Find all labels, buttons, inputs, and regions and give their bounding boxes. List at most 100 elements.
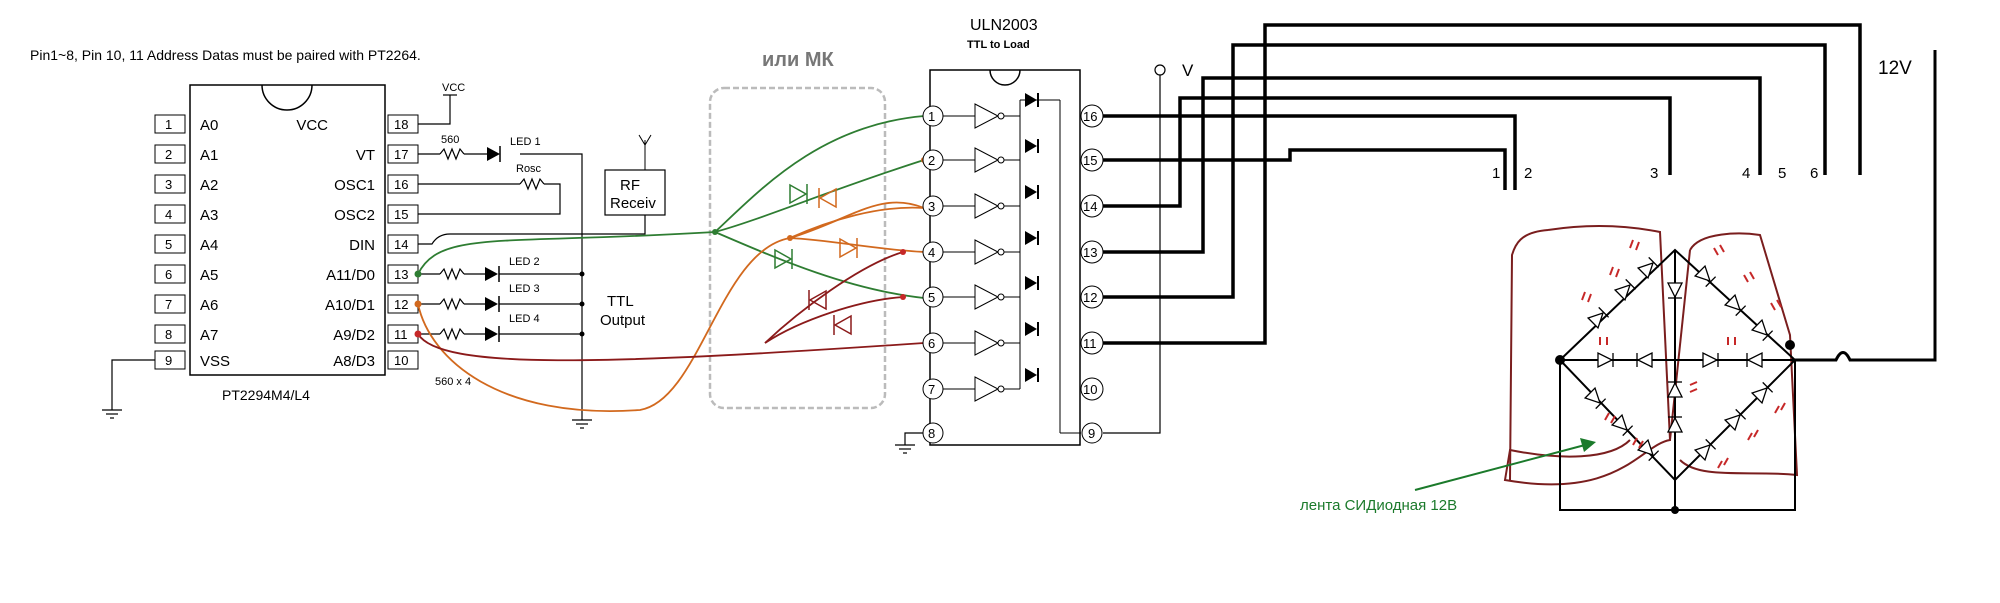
pin-name: OSC1 [334,177,375,194]
led4-diode [485,327,498,341]
encoder-ic: PT2294M4/L4 1 A0 2 A1 3 A2 4 A3 5 A4 6 A… [154,84,419,403]
pin-name: A10/D1 [325,297,375,314]
uln-internal-channels [943,99,1081,434]
pin-number: 1 [165,117,172,132]
v-supply [1103,64,1166,434]
pin-number: 5 [165,237,172,252]
strip-label: лента СИДиодная 12В [1300,497,1457,514]
uln-ground [895,432,923,454]
pin-number: 2 [165,147,172,162]
ttl-label-1: TTL [607,293,634,310]
encoder-notch [261,84,313,111]
pin-number: 9 [165,353,172,368]
uln-pin-number: 12 [1083,290,1097,305]
pin-name: A4 [200,237,218,254]
encoder-support-circuit [418,94,592,429]
led3-label: LED 3 [509,283,540,295]
pin-box [154,204,186,224]
pin-number: 10 [394,353,408,368]
channel-3-label: 3 [1650,165,1658,182]
uln2003-ic: ULN2003 TTL to Load 1 2 3 4 5 6 7 8 16 1… [922,17,1104,446]
pin-box [154,144,186,164]
pin-name: DIN [349,237,375,254]
colored-wires [417,115,925,412]
pin-name: A5 [200,267,218,284]
pin-name: VCC [296,117,328,134]
pin-number: 7 [165,297,172,312]
pin-number: 11 [394,327,408,342]
output-leds [418,267,582,341]
v12-label: 12V [1878,58,1912,79]
pin-name: A11/D0 [326,267,375,284]
pin-name: A3 [200,207,218,224]
pin-box [154,114,186,134]
channel-2-label: 2 [1524,165,1532,182]
vcc-label: VCC [442,82,465,94]
encoder-part-label: PT2294M4/L4 [222,387,310,403]
strip-diodes [1583,256,1774,462]
pin-box [387,350,419,370]
ttl-label-2: Output [600,312,646,329]
uln-pin-number: 8 [928,426,935,441]
uln-pin-number: 13 [1083,245,1097,260]
uln-pin-number: 11 [1083,336,1097,351]
uln2003-subtitle: TTL to Load [967,39,1030,51]
mk-dashed-box [708,86,887,410]
mk-label: или МК [762,49,835,71]
pin-box [154,294,186,314]
pin-name: OSC2 [334,207,375,224]
uln-pin-number: 4 [928,245,935,260]
rosc-label: Rosc [516,163,542,175]
pin-number: 6 [165,267,172,282]
pin-number: 13 [394,267,408,282]
address-note: Pin1~8, Pin 10, 11 Address Datas must be… [30,47,421,63]
encoder-right-pins: VCC 18 VT 17 OSC1 16 OSC2 15 DIN 14 A11/… [296,114,419,370]
r560x4-label: 560 x 4 [435,376,471,388]
pin-name: A2 [200,177,218,194]
pin-box [154,174,186,194]
v12-wire [1792,50,1937,362]
channel-6-label: 6 [1810,165,1818,182]
uln-pin-number: 15 [1083,153,1097,168]
led1-diode [487,146,501,162]
pin-number: 8 [165,327,172,342]
r560-label: 560 [441,134,459,146]
uln-clamp-diodes [1025,93,1039,382]
vss-ground-wire [102,359,155,419]
pin-name: A8/D3 [333,353,375,370]
pin-name: VT [356,147,375,164]
uln-pin-number: 7 [928,382,935,397]
uln-pin-number: 5 [928,290,935,305]
strip-arrow [1414,444,1586,491]
pin-number: 15 [394,207,408,222]
led-light-dashes [1581,239,1786,469]
strip-outline [1503,225,1799,486]
pin-number: 16 [394,177,408,192]
uln-pin-number: 14 [1083,199,1097,214]
uln-pin-number: 9 [1088,426,1095,441]
channel-1-label: 1 [1492,165,1500,182]
led-strip [1503,225,1799,514]
uln-pin-number: 2 [928,153,935,168]
channel-4-label: 4 [1742,165,1750,182]
pin-number: 18 [394,117,408,132]
pin-box [154,264,186,284]
wire-diodes [774,183,858,336]
pin-box [154,324,186,344]
strip-arrowhead [1580,438,1596,452]
pin-number: 14 [394,237,408,252]
rf-receiver [418,134,666,245]
pin-name: VSS [200,353,230,370]
pin-name: A9/D2 [333,327,375,344]
led2-label: LED 2 [509,256,540,268]
rf-label: RF [620,177,640,194]
led2-diode [485,267,498,281]
pin-number: 3 [165,177,172,192]
uln2003-title: ULN2003 [970,17,1038,34]
led1-label: LED 1 [510,136,541,148]
v-label: V [1182,61,1194,80]
led3-diode [485,297,498,311]
pin-name: A6 [200,297,218,314]
encoder-left-pins: 1 A0 2 A1 3 A2 4 A3 5 A4 6 A5 7 A6 8 A7 [154,114,230,370]
pin-name: A7 [200,327,218,344]
